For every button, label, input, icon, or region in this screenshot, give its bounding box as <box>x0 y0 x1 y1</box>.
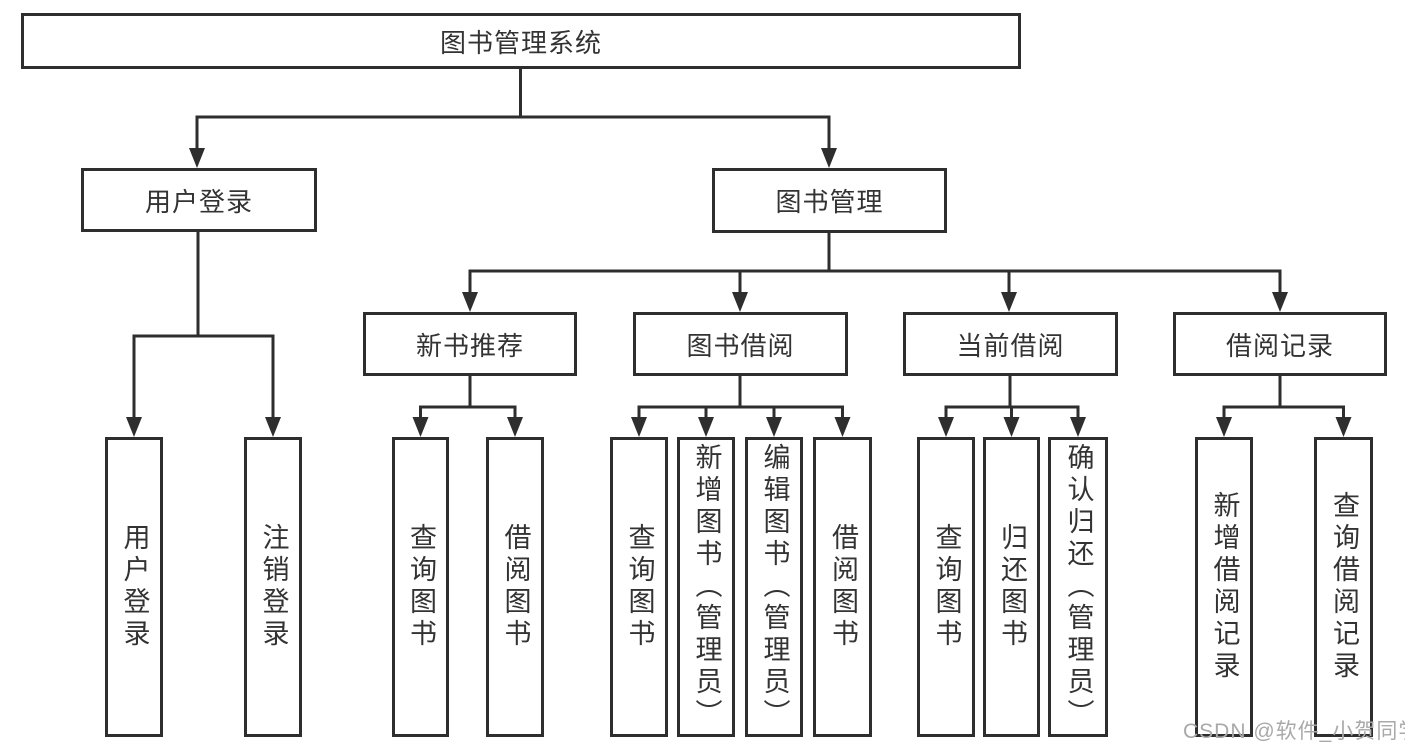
leaf-borrow-books: 借阅图书 <box>813 437 872 737</box>
node-user-login: 用户登录 <box>81 168 317 232</box>
leaf-add-borrow-record: 新增借阅记录 <box>1195 437 1253 737</box>
leaf-query-books-borrow: 查询图书 <box>610 437 668 737</box>
leaf-logout: 注销登录 <box>244 437 302 737</box>
leaf-user-login: 用户登录 <box>105 437 163 737</box>
leaf-confirm-return-admin: 确认归还（管理员） <box>1048 437 1108 737</box>
node-borrow-records: 借阅记录 <box>1173 312 1387 376</box>
leaf-add-book-admin: 新增图书（管理员） <box>677 437 735 737</box>
leaf-query-books-recommend: 查询图书 <box>392 437 449 737</box>
csdn-watermark: CSDN @软件_小贺同学 <box>1183 720 1405 743</box>
node-book-borrow: 图书借阅 <box>633 312 848 376</box>
leaf-query-borrow-record: 查询借阅记录 <box>1314 437 1373 737</box>
leaf-query-books-current: 查询图书 <box>917 437 975 737</box>
node-book-management: 图书管理 <box>712 168 947 233</box>
leaf-edit-book-admin: 编辑图书（管理员） <box>745 437 803 737</box>
leaf-borrow-books-recommend: 借阅图书 <box>486 437 544 737</box>
node-root-title: 图书管理系统 <box>21 13 1021 69</box>
node-new-book-recommend: 新书推荐 <box>363 312 577 376</box>
node-current-borrow: 当前借阅 <box>903 312 1118 376</box>
leaf-return-book: 归还图书 <box>983 437 1040 737</box>
